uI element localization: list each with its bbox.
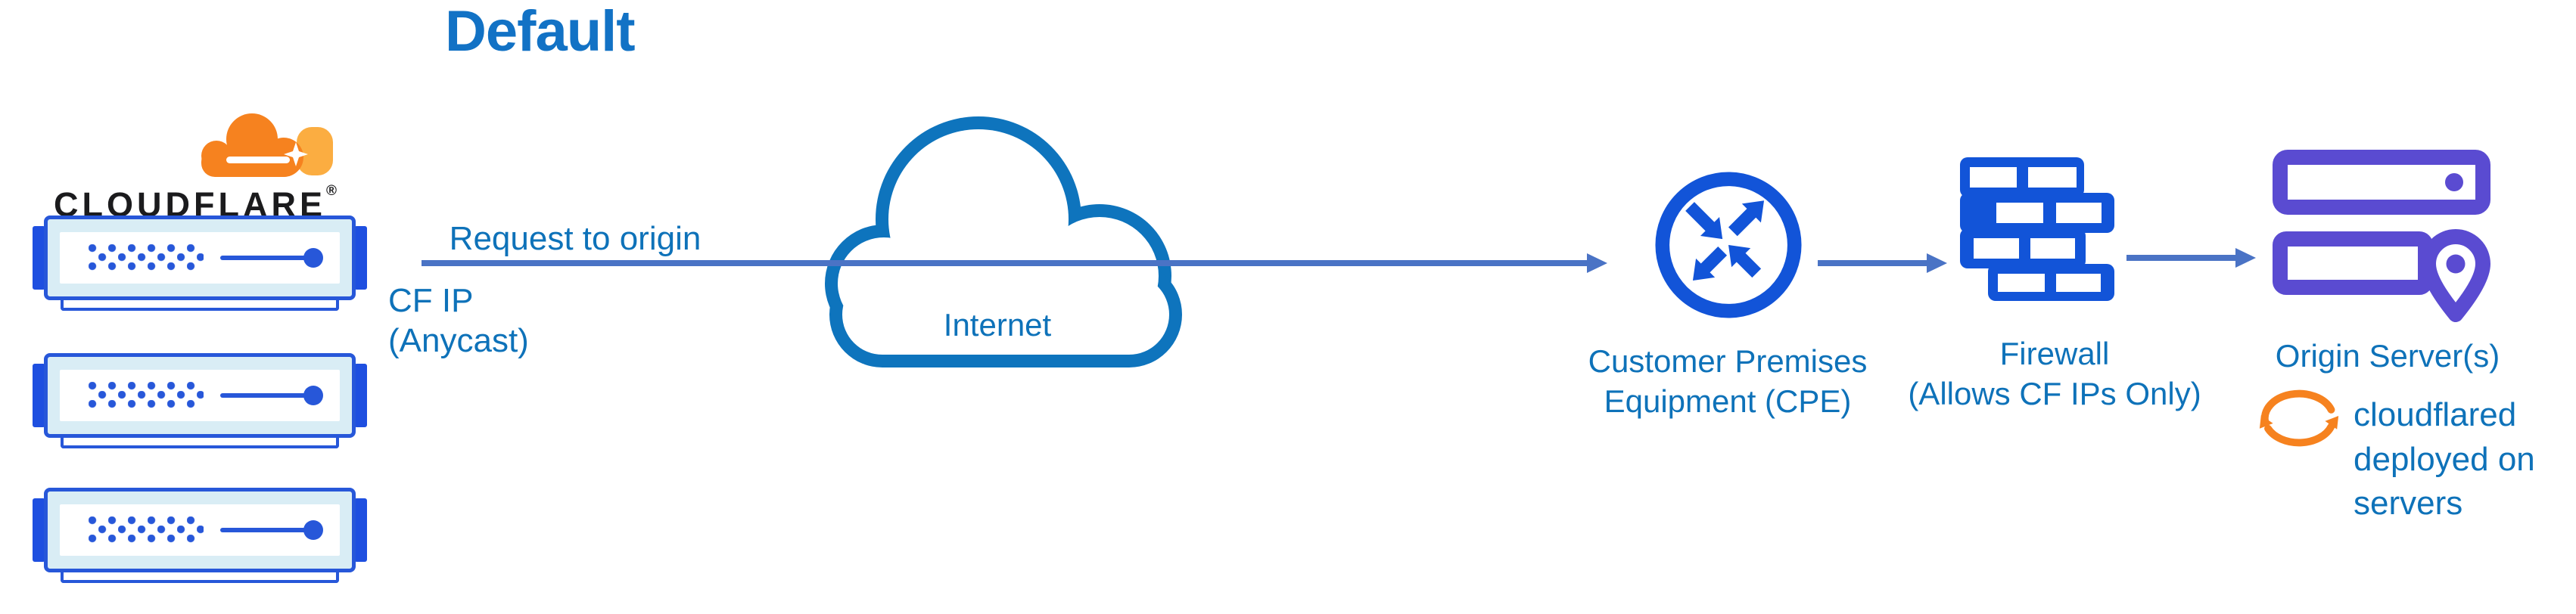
firewall-to-origin-arrow-shaft — [2126, 255, 2237, 261]
server-face — [60, 504, 340, 556]
internet-label: Internet — [943, 307, 1052, 343]
server-side-tab — [354, 364, 367, 427]
cpe-label-line: Customer Premises — [1588, 343, 1868, 379]
server-face — [60, 370, 340, 421]
server-power-dot — [303, 386, 323, 405]
server-tray — [61, 438, 339, 448]
server-side-tab — [354, 498, 367, 562]
server-slot-line — [220, 256, 310, 260]
server-side-tab — [354, 226, 367, 290]
cf-ip-line: CF IP — [388, 282, 474, 319]
origin-servers-label: Origin Server(s) — [2275, 338, 2500, 374]
diagram-title: Default — [445, 0, 636, 64]
cloudflared-note-line: deployed on — [2354, 440, 2535, 478]
firewall-label-line: (Allows CF IPs Only) — [1908, 375, 2201, 411]
server-slot-line — [220, 528, 310, 532]
cloudflared-note-line: cloudflared — [2354, 396, 2517, 433]
server-dot-matrix — [89, 382, 204, 409]
firewall-to-origin-arrow-head — [2235, 248, 2256, 268]
firewall-label-line: Firewall — [1999, 336, 2110, 371]
server-body — [44, 353, 356, 438]
edge-server-icon — [33, 353, 367, 454]
cpe-label-line: Equipment (CPE) — [1604, 383, 1852, 419]
firewall-label: Firewall (Allows CF IPs Only) — [1886, 334, 2223, 414]
cpe-label: Customer Premises Equipment (CPE) — [1559, 342, 1896, 422]
server-power-dot — [303, 520, 323, 540]
server-tray — [61, 572, 339, 583]
server-face — [60, 232, 340, 284]
sync-arrows-icon — [2259, 389, 2339, 447]
request-arrow-head — [1587, 253, 1607, 273]
edge-server-icon — [33, 216, 367, 317]
request-arrow-shaft — [422, 260, 1588, 266]
server-tray — [61, 300, 339, 311]
cpe-to-firewall-arrow-shaft — [1818, 260, 1928, 266]
cf-ip-anycast-label: CF IP (Anycast) — [388, 281, 529, 361]
server-body — [44, 216, 356, 300]
server-dot-matrix — [89, 244, 204, 271]
cloudflared-note-line: servers — [2354, 485, 2463, 523]
cpe-to-firewall-arrow-head — [1927, 253, 1947, 273]
server-power-dot — [303, 248, 323, 268]
cpe-router-icon — [1655, 172, 1802, 318]
firewall-icon — [1960, 157, 2114, 301]
server-side-tab — [33, 498, 45, 562]
cloudflared-note: cloudflared deployed on servers — [2354, 393, 2535, 526]
server-side-tab — [33, 364, 45, 427]
server-body — [44, 488, 356, 572]
cf-ip-line: (Anycast) — [388, 321, 529, 359]
edge-server-icon — [33, 488, 367, 589]
registered-mark: ® — [325, 183, 337, 199]
server-dot-matrix — [89, 516, 204, 544]
cloudflare-logo-cloud-icon — [201, 113, 333, 177]
origin-servers-icon — [2273, 150, 2490, 322]
server-slot-line — [220, 393, 310, 398]
server-side-tab — [33, 226, 45, 290]
request-to-origin-label: Request to origin — [449, 220, 702, 257]
